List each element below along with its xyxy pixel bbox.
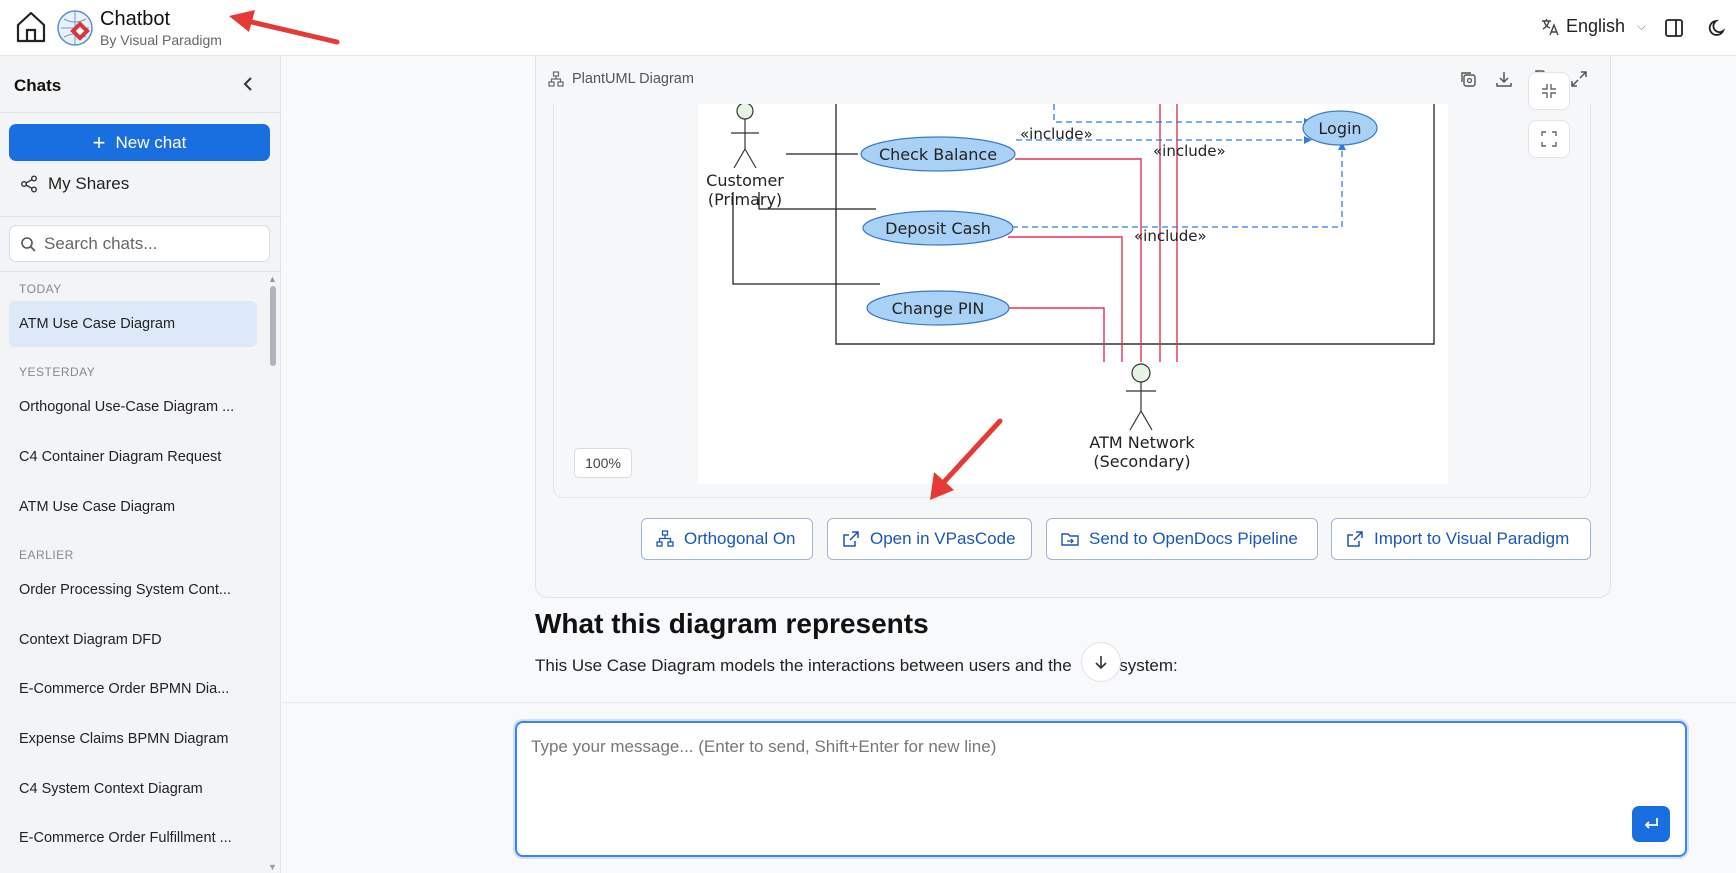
scroll-down-icon[interactable]: ▼ bbox=[268, 862, 277, 872]
collapse-sidebar-icon[interactable] bbox=[240, 74, 256, 94]
language-selector[interactable]: English ⌵ bbox=[1540, 16, 1646, 37]
share-icon bbox=[21, 175, 37, 193]
new-chat-label: New chat bbox=[115, 132, 187, 152]
search-chats[interactable] bbox=[9, 225, 270, 262]
network-lines bbox=[1007, 104, 1178, 362]
use-case-label: Deposit Cash bbox=[885, 219, 991, 238]
top-bar: Chatbot By Visual Paradigm English ⌵ bbox=[0, 0, 1736, 56]
zoom-level[interactable]: 100% bbox=[574, 448, 632, 478]
open-vpascode-button[interactable]: Open in VPasCode bbox=[827, 518, 1032, 560]
divider bbox=[0, 271, 281, 272]
sidebar-heading: Chats bbox=[14, 76, 62, 95]
send-opendocs-label: Send to OpenDocs Pipeline bbox=[1089, 529, 1298, 548]
fullscreen-icon bbox=[1541, 131, 1557, 147]
chat-item[interactable]: Orthogonal Use-Case Diagram ... bbox=[19, 399, 235, 415]
actor-atm-network bbox=[1126, 363, 1156, 431]
use-case-label: Change PIN bbox=[891, 299, 985, 318]
send-opendocs-button[interactable]: Send to OpenDocs Pipeline bbox=[1046, 518, 1318, 560]
diagram-icon bbox=[656, 530, 674, 547]
folder-icon bbox=[1061, 533, 1079, 546]
chat-item[interactable]: C4 System Context Diagram bbox=[19, 781, 203, 797]
enter-icon bbox=[1644, 818, 1658, 829]
use-case-login bbox=[1302, 110, 1378, 146]
use-case-change-pin bbox=[866, 290, 1010, 326]
chat-item[interactable]: Order Processing System Cont... bbox=[19, 582, 231, 598]
send-button[interactable] bbox=[1632, 806, 1670, 842]
group-label-today: TODAY bbox=[19, 282, 62, 296]
diagram-label: PlantUML Diagram bbox=[572, 71, 694, 87]
shrink-icon bbox=[1542, 84, 1556, 98]
expand-icon[interactable] bbox=[1570, 70, 1588, 88]
diagram-icon bbox=[548, 71, 564, 87]
fullscreen-button[interactable] bbox=[1528, 120, 1570, 158]
arrow-down-icon bbox=[1095, 656, 1107, 670]
chat-item[interactable]: C4 Container Diagram Request bbox=[19, 449, 222, 465]
divider bbox=[0, 216, 281, 217]
new-chat-button[interactable]: + New chat bbox=[9, 124, 270, 161]
home-icon[interactable] bbox=[14, 10, 48, 44]
sidebar-scrollbar[interactable] bbox=[270, 286, 276, 366]
language-label: English bbox=[1566, 16, 1626, 36]
use-case-diagram bbox=[731, 104, 1435, 431]
diagram-frame bbox=[553, 104, 1591, 498]
open-vpascode-label: Open in VPasCode bbox=[870, 529, 1016, 548]
include-label: «include» bbox=[1153, 142, 1226, 160]
diagram-labels: Check Balance Deposit Cash Change PIN Lo… bbox=[698, 104, 1448, 484]
actor-label-atm-network: ATM Network (Secondary) bbox=[1089, 433, 1195, 471]
plus-icon: + bbox=[92, 129, 106, 155]
chat-item[interactable]: E-Commerce Order Fulfillment ... bbox=[19, 830, 232, 846]
copy-image-icon[interactable] bbox=[1459, 70, 1477, 88]
translate-icon bbox=[1542, 18, 1559, 35]
divider bbox=[0, 112, 281, 113]
sidebar: Chats + New chat My Shares TODAY ATM Use… bbox=[0, 56, 281, 873]
actor-customer bbox=[731, 104, 759, 169]
annotation-arrow-title bbox=[229, 10, 340, 45]
my-shares-label: My Shares bbox=[48, 174, 130, 193]
chat-item[interactable]: Expense Claims BPMN Diagram bbox=[19, 731, 229, 747]
import-vp-button[interactable]: Import to Visual Paradigm bbox=[1331, 518, 1591, 560]
section-paragraph: This Use Case Diagram models the interac… bbox=[535, 656, 1178, 675]
orthogonal-label: Orthogonal On bbox=[684, 529, 796, 548]
external-link-icon bbox=[1347, 531, 1363, 547]
download-icon[interactable] bbox=[1495, 70, 1513, 88]
message-composer bbox=[515, 721, 1687, 857]
include-lines bbox=[1012, 104, 1343, 228]
import-vp-label: Import to Visual Paradigm bbox=[1374, 529, 1570, 548]
my-shares-link[interactable]: My Shares bbox=[20, 174, 129, 194]
section-heading: What this diagram represents bbox=[535, 608, 929, 639]
use-case-deposit-cash bbox=[862, 210, 1014, 246]
diagram-header: PlantUML Diagram bbox=[548, 71, 694, 87]
use-case-label: Login bbox=[1318, 119, 1362, 138]
search-icon bbox=[21, 236, 36, 252]
visual-paradigm-logo bbox=[57, 10, 93, 46]
diagram-canvas[interactable] bbox=[698, 104, 1448, 484]
external-link-icon bbox=[843, 531, 859, 547]
sidebar-toggle-icon[interactable] bbox=[1664, 18, 1684, 38]
message-input[interactable] bbox=[531, 737, 1631, 827]
app-subtitle: By Visual Paradigm bbox=[100, 32, 222, 48]
system-boundary bbox=[835, 104, 1435, 345]
chat-item[interactable]: ATM Use Case Diagram bbox=[19, 499, 176, 515]
actor-lines bbox=[732, 153, 880, 285]
include-label: «include» bbox=[1134, 227, 1207, 245]
chat-item[interactable]: ATM Use Case Diagram bbox=[9, 301, 257, 347]
dark-mode-icon[interactable] bbox=[1708, 18, 1728, 38]
actor-label-customer: Customer (Primary) bbox=[706, 171, 784, 209]
use-case-label: Check Balance bbox=[878, 145, 998, 164]
group-label-earlier: EARLIER bbox=[19, 548, 74, 562]
search-input[interactable] bbox=[44, 233, 254, 254]
scroll-up-icon[interactable]: ▲ bbox=[268, 274, 277, 284]
chevron-down-icon: ⌵ bbox=[1637, 19, 1647, 33]
use-case-check-balance bbox=[860, 136, 1016, 172]
scroll-to-bottom-button[interactable] bbox=[1081, 642, 1121, 682]
fit-view-button[interactable] bbox=[1528, 72, 1570, 110]
chat-item[interactable]: Context Diagram DFD bbox=[19, 632, 162, 648]
orthogonal-button[interactable]: Orthogonal On bbox=[641, 518, 813, 560]
group-label-yesterday: YESTERDAY bbox=[19, 365, 96, 379]
chat-item[interactable]: E-Commerce Order BPMN Dia... bbox=[19, 681, 230, 697]
include-label: «include» bbox=[1020, 125, 1093, 143]
annotation-arrow-vpascode bbox=[930, 418, 1003, 500]
app-title: Chatbot bbox=[100, 8, 171, 30]
